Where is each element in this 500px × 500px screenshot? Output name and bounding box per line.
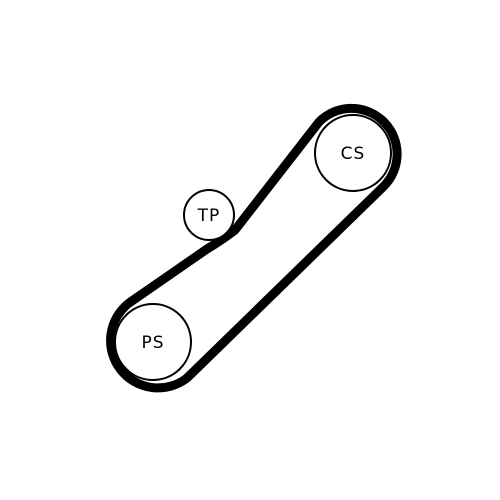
belt-outline xyxy=(106,103,402,393)
pulley-cs-circle xyxy=(314,114,392,192)
pulley-ps-circle xyxy=(114,303,192,381)
pulley-ps-label: PS xyxy=(141,333,164,353)
pulley-ps: PS xyxy=(114,303,192,381)
pulley-cs-label: CS xyxy=(341,144,366,164)
pulley-tp-circle xyxy=(183,189,235,241)
pulley-tp: TP xyxy=(183,189,235,241)
pulley-cs: CS xyxy=(314,114,392,192)
pulley-tp-label: TP xyxy=(197,206,221,226)
